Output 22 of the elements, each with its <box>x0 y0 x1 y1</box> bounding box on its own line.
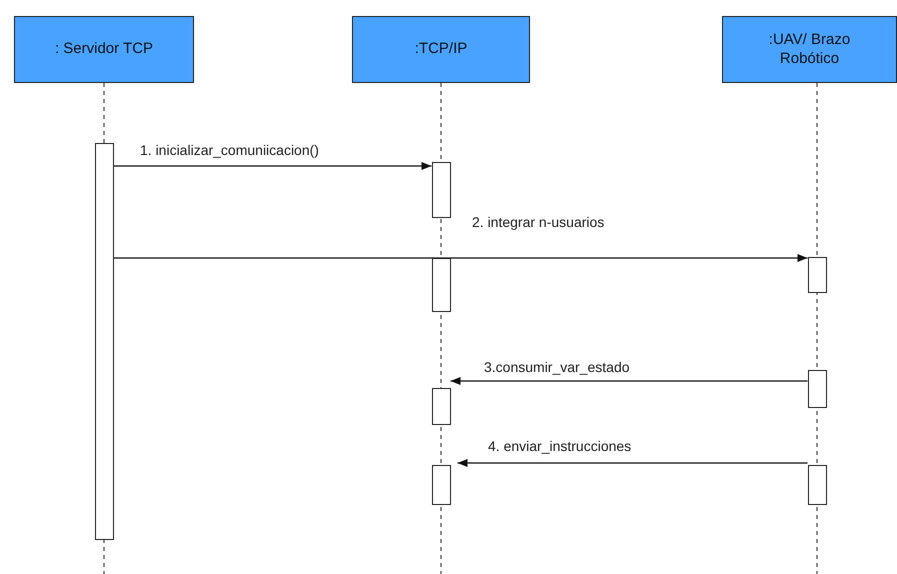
activation-bar <box>432 258 450 312</box>
message-label: 1. inicializar_comuniicacion() <box>138 142 321 158</box>
activation-bar <box>808 257 826 293</box>
activation-bar <box>432 465 450 505</box>
activation-bar <box>432 388 450 425</box>
activation-bar <box>432 162 450 218</box>
message-label: 2. integrar n-usuarios <box>470 214 606 230</box>
message-label: 4. enviar_instrucciones <box>486 438 634 454</box>
message-label: 3.consumir_var_estado <box>482 359 632 375</box>
lifeline-name: : Servidor TCP <box>54 40 154 59</box>
activation-bar <box>808 370 826 408</box>
lifeline-header <box>14 16 194 83</box>
message-arrow <box>450 377 808 385</box>
lifeline-name: :TCP/IP <box>414 40 468 59</box>
activation-bar <box>808 465 826 505</box>
message-arrow <box>114 162 432 170</box>
lifeline-header <box>352 16 530 83</box>
message-arrow <box>114 254 808 262</box>
lifeline-name: :UAV/ Brazo Robótico <box>768 30 852 68</box>
message-arrow <box>458 459 808 467</box>
lifeline-header <box>722 16 897 83</box>
activation-bar <box>94 143 114 540</box>
